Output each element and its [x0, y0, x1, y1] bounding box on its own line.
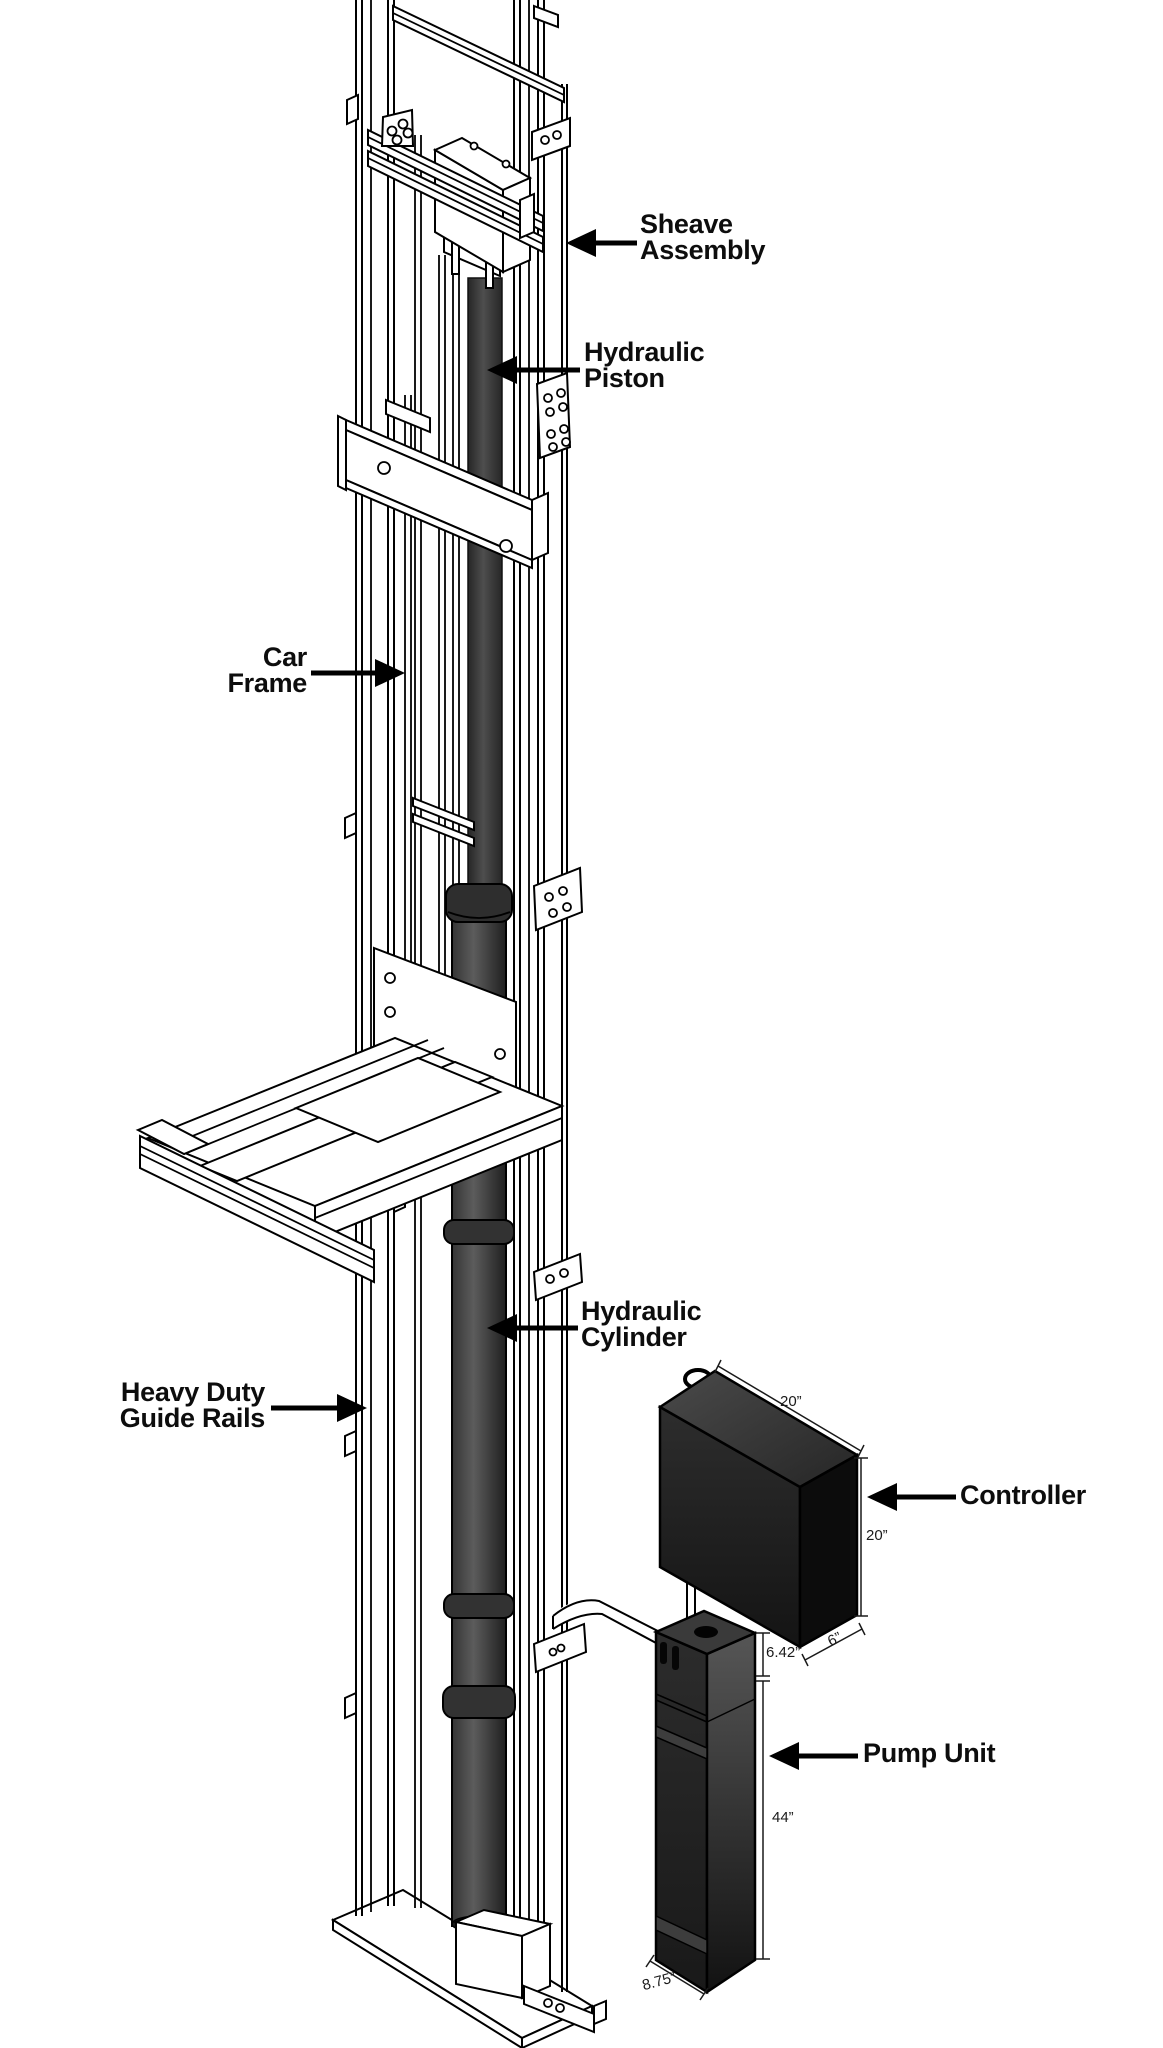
guide-rails-graphic: [344, 0, 568, 1992]
car-frame-graphic: [135, 946, 565, 1284]
label-hydraulic-piston: Hydraulic Piston: [584, 337, 705, 393]
dim-pump-body-height: 44”: [772, 1809, 794, 1826]
rail-foot-bracket: [523, 1984, 607, 2034]
label-hydraulic-cylinder-line2: Cylinder: [581, 1322, 687, 1352]
dim-controller-width: 20”: [780, 1393, 802, 1410]
label-guide-rails-line2: Guide Rails: [119, 1403, 266, 1433]
cylinder-pedestal: [452, 1908, 554, 2000]
label-hydraulic-cylinder-line1: Hydraulic: [581, 1296, 702, 1326]
label-car-frame-line1: Car: [262, 642, 307, 672]
hydraulic-piston-graphic: [467, 277, 503, 893]
dim-controller-height: 20”: [866, 1527, 888, 1544]
crosshead-beam: [337, 398, 549, 570]
label-arrows: [271, 229, 956, 1770]
controller-arrow: [867, 1483, 956, 1511]
top-beam: [392, 4, 565, 104]
controller-graphic: [657, 1368, 860, 1650]
label-hydraulic-piston-line2: Piston: [584, 363, 665, 393]
label-pump-unit: Pump Unit: [863, 1738, 996, 1768]
hydraulic-cylinder-arrow: [487, 1314, 578, 1342]
label-guide-rails: Heavy Duty Guide Rails: [38, 1377, 266, 1433]
label-sheave-assembly-line1: Sheave: [640, 209, 733, 239]
label-sheave-assembly: Sheave Assembly: [640, 209, 766, 265]
rail-bolt-plates: [412, 116, 588, 1674]
label-controller: Controller: [960, 1480, 1087, 1510]
label-car-frame: Car Frame: [100, 642, 307, 698]
pump-unit-arrow: [769, 1742, 858, 1770]
label-sheave-assembly-line2: Assembly: [640, 235, 766, 265]
dimension-lines: [645, 1359, 868, 2001]
pump-unit-graphic: [652, 1609, 759, 1995]
label-guide-rails-line1: Heavy Duty: [120, 1377, 265, 1407]
dim-pump-upper-height: 6.42”: [766, 1644, 801, 1661]
car-frame-arrow: [311, 659, 405, 687]
label-car-frame-line2: Frame: [227, 668, 307, 698]
label-hydraulic-piston-line1: Hydraulic: [584, 337, 705, 367]
label-hydraulic-cylinder: Hydraulic Cylinder: [581, 1296, 702, 1352]
sheave-assembly-graphic: [367, 108, 544, 289]
hydraulic-piston-arrow: [487, 356, 580, 384]
sheave-assembly-arrow: [566, 229, 637, 257]
guide-rails-arrow: [271, 1394, 367, 1422]
